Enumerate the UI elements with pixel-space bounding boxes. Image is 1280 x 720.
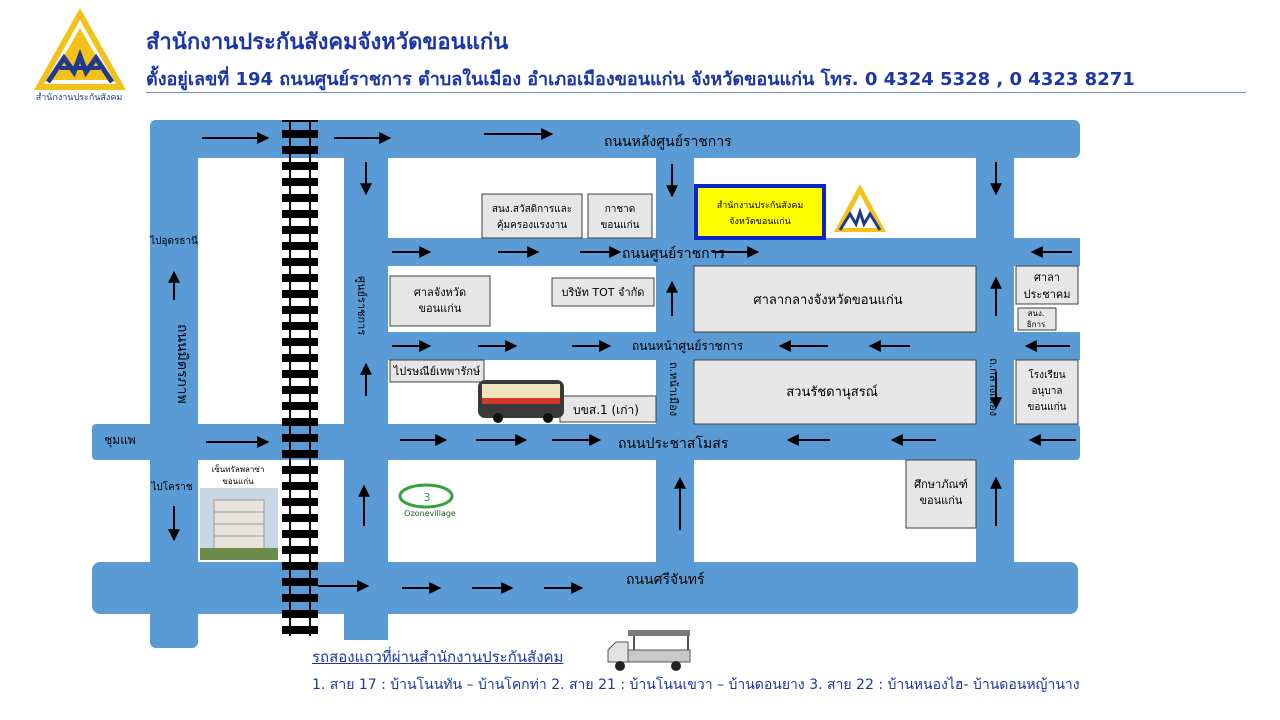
- sso-mini-logo: [834, 184, 886, 232]
- header-divider: [146, 92, 1246, 93]
- central-plaza-label-line2: ขอนแก่น: [222, 477, 254, 486]
- svg-text:3: 3: [424, 491, 431, 504]
- kindergarten-label-line3: ขอนแก่น: [1027, 402, 1066, 413]
- city-pillar-label-line1: ศาลา: [1034, 271, 1060, 284]
- road-label-srichan: ถนนศรีจันทร์: [626, 571, 705, 588]
- ozone-village-label: Ozonevillage: [404, 509, 456, 518]
- post-office-box: [389, 359, 485, 383]
- central-plaza-label-line1: เซ็นทรัลพลาซ่า: [212, 464, 265, 474]
- kindergarten-label-line2: อนุบาล: [1032, 386, 1063, 397]
- red-cross-box: [587, 193, 653, 239]
- park-box: [693, 359, 977, 425]
- road-label-lang-soon: ถนนหลังศูนย์ราชการ: [604, 133, 732, 150]
- red-cross-label-line2: ขอนแก่น: [600, 220, 639, 231]
- chum-phae-label: ชุมแพ: [104, 433, 136, 448]
- to-udon-label: ไปอุดรธานี: [149, 235, 198, 247]
- court-label-line2: ขอนแก่น: [419, 302, 462, 315]
- bus-icon: [478, 380, 564, 423]
- kindergarten-box: [1015, 359, 1079, 425]
- road-label-klang-muang: ถ.กลางเมือง: [987, 358, 1000, 416]
- court-label-line1: ศาลจังหวัด: [414, 286, 466, 299]
- road-label-mittraphap: ถนนมิตรภาพ: [174, 324, 190, 404]
- road-label-prachasamosorn: ถนนประชาสโมสร: [618, 435, 729, 452]
- sso-office-label-line2: จังหวัดขอนแก่น: [729, 217, 791, 227]
- city-hall-box: [693, 265, 977, 333]
- road-label-soon-ratchakan-vertical: ศูนย์ราชการ: [355, 276, 368, 335]
- road-label-soon-ratchakan: ถนนศูนย์ราชการ: [622, 245, 725, 262]
- kindergarten-label-line1: โรงเรียน: [1028, 368, 1065, 381]
- bus-station-label: บขส.1 (เก่า): [573, 403, 639, 417]
- agency-label-line2: ธิการ: [1027, 320, 1046, 329]
- city-pillar-box: [1015, 265, 1079, 305]
- ozone-village-logo: 3: [398, 483, 454, 509]
- tot-label: บริษัท TOT จำกัด: [562, 286, 645, 299]
- education-store-label-line2: ขอนแก่น: [920, 494, 963, 507]
- court-box: [389, 275, 491, 327]
- red-cross-label-line1: กาชาด: [605, 204, 636, 215]
- sso-logo: [34, 8, 126, 90]
- city-hall-label: ศาลากลางจังหวัดขอนแก่น: [753, 293, 902, 308]
- post-office-label: ไปรษณีย์เทพารักษ์: [393, 365, 481, 378]
- buildings: [389, 184, 1079, 529]
- road-network: [92, 120, 1080, 648]
- sso-office-label-line1: สำนักงานประกันสังคม: [717, 200, 804, 211]
- sso-office-box: [694, 184, 826, 240]
- welfare-office-label-line2: คุ้มครองแรงงาน: [497, 219, 567, 231]
- central-plaza-photo: [200, 488, 278, 560]
- page-title: สำนักงานประกันสังคมจังหวัดขอนแก่น: [146, 30, 509, 55]
- to-korat-label: ไปโคราช: [150, 480, 192, 493]
- agency-label-line1: สนง.: [1028, 309, 1045, 318]
- city-pillar-label-line2: ประชาคม: [1023, 288, 1070, 301]
- road-label-na-muang: ถ.หน้าเมือง: [667, 362, 680, 416]
- footer-title: รถสองแถวที่ผ่านสำนักงานประกันสังคม: [312, 648, 564, 666]
- park-label: สวนรัชดานุสรณ์: [786, 384, 878, 400]
- railway: [282, 120, 318, 636]
- address-line: ตั้งอยู่เลขที่ 194 ถนนศูนย์ราชการ ตำบลใน…: [146, 69, 1135, 90]
- welfare-office-label-line1: สนง.สวัสดิการและ: [492, 204, 572, 215]
- welfare-office-box: [481, 193, 583, 239]
- tot-box: [551, 277, 655, 307]
- agency-box: [1017, 307, 1057, 331]
- footer-routes: 1. สาย 17 : บ้านโนนทัน – บ้านโคกท่า 2. ส…: [312, 677, 1080, 693]
- education-store-box: [905, 459, 977, 529]
- road-label-na-soon: ถนนหน้าศูนย์ราชการ: [632, 339, 744, 354]
- songthaew-icon: [607, 630, 691, 671]
- education-store-label-line1: ศึกษาภัณฑ์: [914, 478, 968, 491]
- logo-caption: สำนักงานประกันสังคม: [35, 93, 123, 103]
- traffic-arrows: [168, 128, 1076, 594]
